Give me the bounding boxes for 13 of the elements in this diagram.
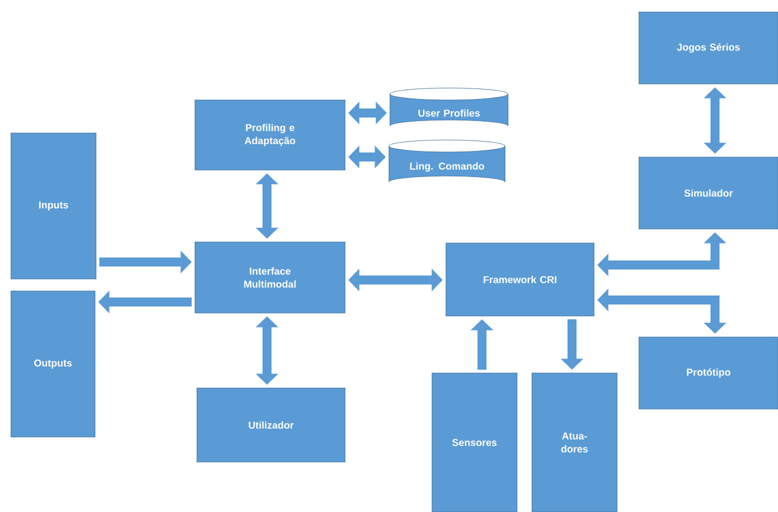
process-box: Sensores [432,372,518,512]
process-box: Inputs [10,132,96,280]
process-box: Protótipo [638,336,778,410]
process-box: Jogos Sérios [638,12,778,84]
process-box: Framework CRI [446,242,594,316]
process-box: Utilizador [196,388,346,462]
process-box: Interface Multimodal [194,242,346,314]
process-box: Atua- dores [532,372,618,512]
database-cylinder: User Profiles [390,88,508,126]
database-cylinder: Ling. Comando [388,140,506,182]
process-box: Profiling e Adaptação [194,100,346,170]
process-box: Outputs [10,290,96,438]
process-box: Simulador [638,156,778,230]
